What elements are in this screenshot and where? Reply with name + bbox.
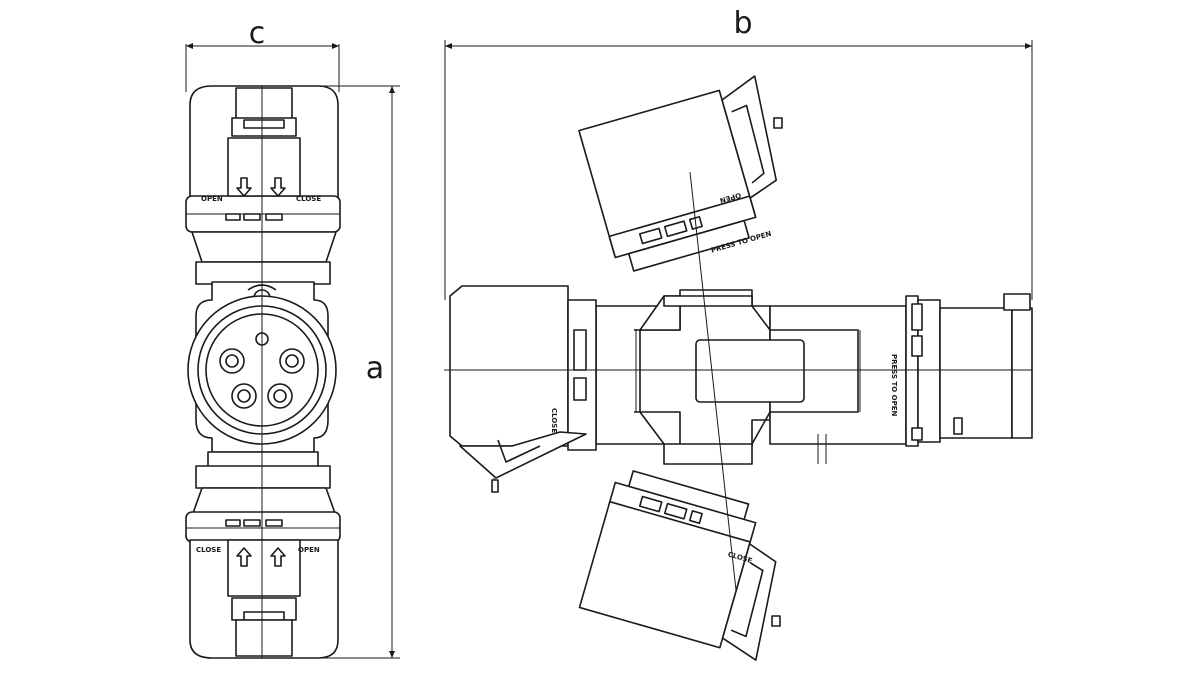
top-view: CLOSE PRESS TO OPEN OPEN PRESS TO OPEN bbox=[444, 75, 1033, 661]
top-open-mark: OPEN bbox=[201, 195, 223, 203]
bottom-open-mark: OPEN bbox=[298, 546, 320, 554]
dimension-label-a: a bbox=[366, 351, 384, 386]
dimension-label-c: c bbox=[249, 16, 266, 51]
right-press-to-open-mark: PRESS TO OPEN bbox=[890, 354, 898, 417]
dimension-label-b: b bbox=[733, 6, 752, 41]
top-close-mark: CLOSE bbox=[296, 195, 321, 203]
dimension-b: b bbox=[444, 6, 1033, 300]
bottom-close-mark: CLOSE bbox=[196, 546, 221, 554]
dimension-c: c bbox=[185, 16, 340, 92]
left-close-mark: CLOSE bbox=[550, 408, 558, 433]
dimension-a: a bbox=[320, 85, 400, 659]
front-view: OPEN CLOSE CLOSE OPE bbox=[185, 85, 341, 659]
